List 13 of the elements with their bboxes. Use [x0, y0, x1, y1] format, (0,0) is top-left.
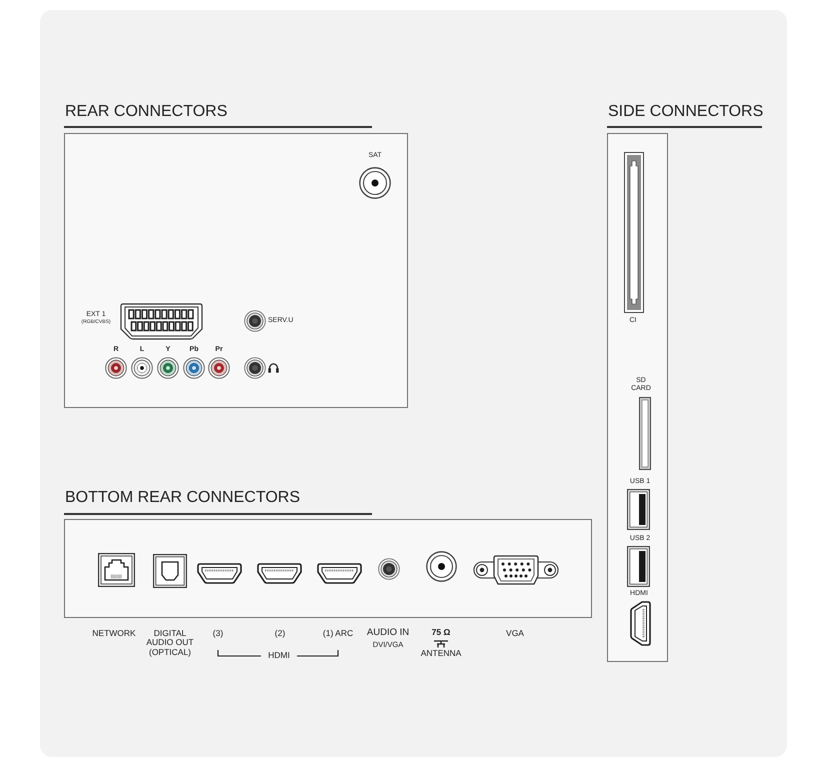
- connector-label: (1) ARC: [322, 629, 354, 638]
- connector-label: (2): [274, 629, 286, 638]
- panel-heading: BOTTOM REAR CONNECTORS: [65, 489, 300, 507]
- connector-label: 75 Ω: [432, 628, 450, 638]
- connector-label: NETWORK: [92, 629, 136, 638]
- connector-label: (3): [212, 629, 224, 638]
- connector-label: HDMI: [268, 651, 290, 660]
- connector-label: DIGITAL AUDIO OUT (OPTICAL): [146, 629, 194, 658]
- panel-heading: SIDE CONNECTORS: [608, 103, 764, 121]
- connector-label: ANTENNA: [420, 649, 462, 658]
- panel-heading: REAR CONNECTORS: [65, 103, 228, 121]
- connector-label: VGA: [506, 629, 524, 638]
- connector-label: AUDIO IN: [366, 628, 410, 638]
